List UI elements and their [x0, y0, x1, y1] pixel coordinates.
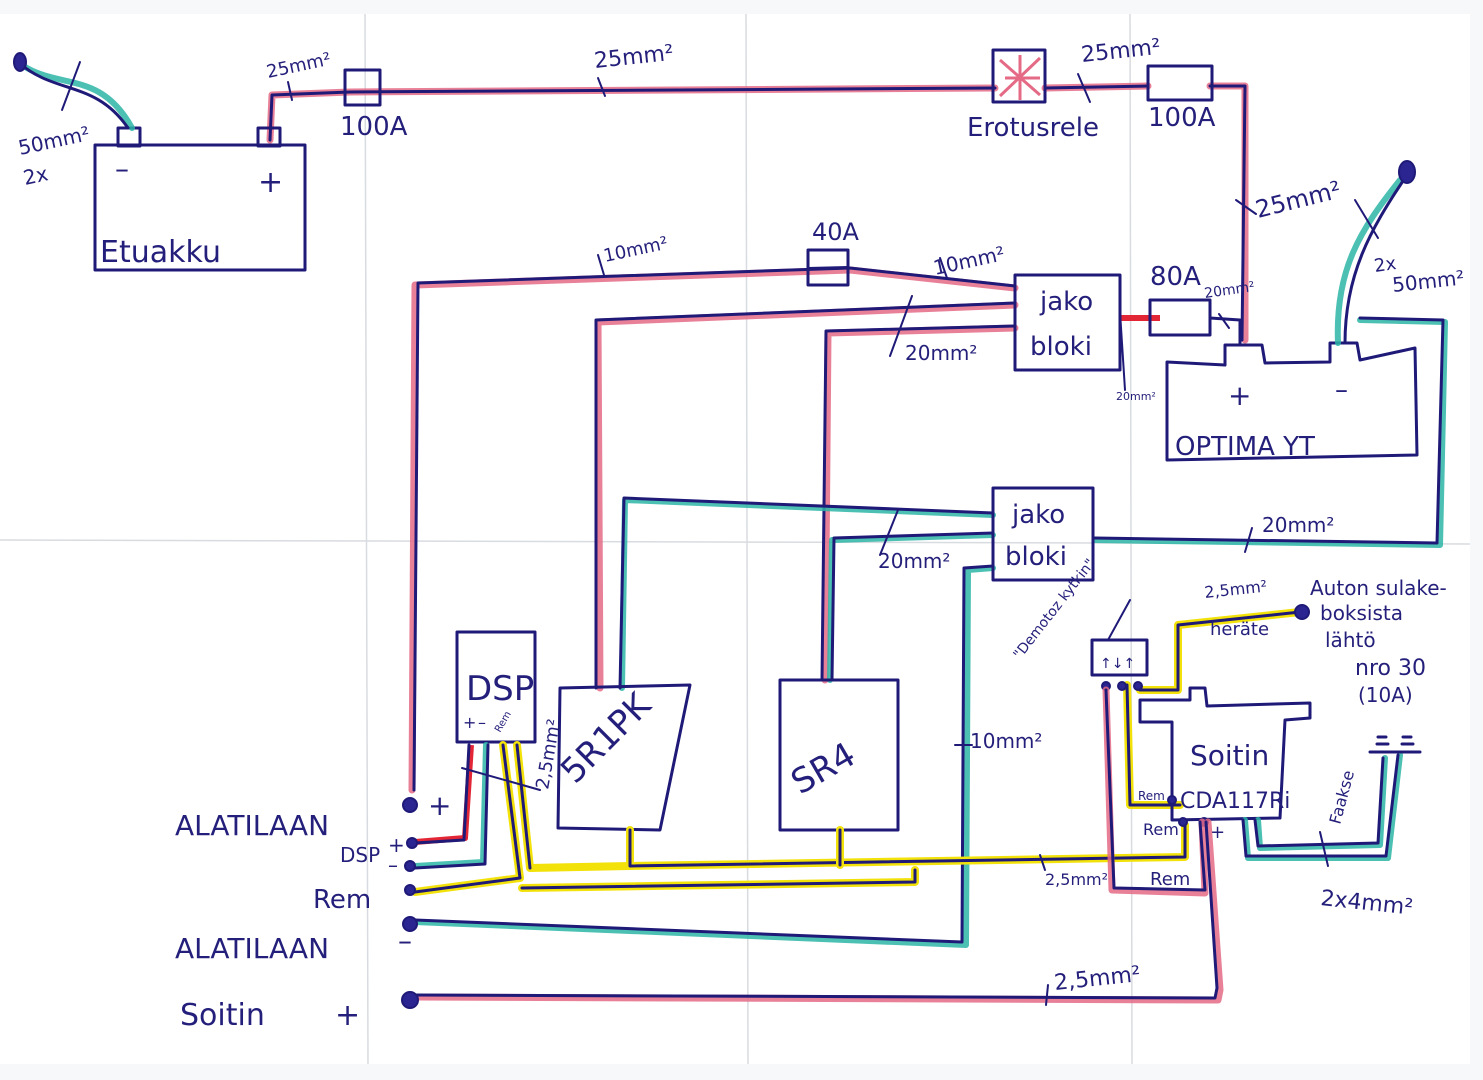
positive-distribution-wires [408, 254, 1242, 794]
terminal-label: Soitin [180, 998, 265, 1033]
block-label: jako [1011, 500, 1065, 530]
cable-count-label: 2x [1373, 253, 1398, 277]
isolator-relay: Erotusrele [967, 48, 1099, 143]
fuse-80a: 80A [1148, 262, 1212, 337]
fuse-100a-rear: 100A [1146, 64, 1216, 133]
wire-size-label: 20mm² [905, 341, 977, 365]
block-label: bloki [1005, 542, 1067, 572]
pin-label: + [463, 713, 476, 732]
negative-sign: – [115, 152, 129, 185]
terminal-sign: + [335, 998, 360, 1033]
front-battery: – + Etuakku [93, 126, 307, 272]
pin-label: Rem [1143, 820, 1179, 839]
wire-size-label: 20mm² [1262, 513, 1334, 537]
fuse-rating: 40A [812, 218, 860, 246]
fold-line [745, 13, 749, 1065]
terminal-sign: – [398, 924, 412, 957]
head-unit-power-wires [411, 686, 1224, 1006]
negative-sign: – [1335, 375, 1348, 405]
terminal-label: Rem [313, 885, 371, 915]
optima-label: OPTIMA YT [1175, 432, 1315, 462]
pin-label: Rem [1138, 789, 1165, 803]
remote-wires [518, 604, 1310, 892]
terminal-label: DSP [340, 843, 380, 867]
terminal-sign: + [388, 833, 405, 857]
terminal-list: ALATILAAN + DSP + – Rem ALATILAAN – Soit… [175, 789, 451, 1033]
source-label: Auton sulake- [1310, 576, 1447, 600]
optima-battery: + – OPTIMA YT [1165, 341, 1419, 462]
wire-label: Rem [1150, 869, 1190, 890]
fuse-40a: 40A [806, 218, 860, 287]
wire-size-label: 10mm² [970, 729, 1042, 753]
wire-size-label: 20mm² [1116, 390, 1156, 403]
block-label: bloki [1030, 332, 1092, 362]
wire-size-label: 20mm² [1203, 279, 1255, 302]
main-positive-wire [266, 73, 1257, 344]
fold-line [364, 13, 369, 1065]
wire-size-label: 20mm² [878, 549, 950, 573]
source-label: (10A) [1358, 683, 1413, 707]
fuse-rating: 100A [1148, 103, 1216, 133]
head-unit-label: Soitin [1190, 739, 1269, 772]
block-label: jako [1039, 287, 1093, 317]
jako-blok-positive: jako bloki [1013, 273, 1122, 372]
dsp-label: DSP [466, 669, 534, 709]
source-label: nro 30 [1355, 656, 1426, 681]
wire-size-label: 2,5mm² [1045, 870, 1108, 889]
terminal-label: ALATILAAN [175, 932, 329, 965]
relay-label: Erotusrele [967, 113, 1099, 143]
trigger-label: heräte [1210, 619, 1269, 640]
fuse-100a-front: 100A [340, 68, 408, 142]
front-battery-label: Etuakku [100, 235, 221, 270]
dsp-wires [411, 741, 634, 896]
ground-distribution-wires [412, 316, 1448, 948]
fuse-rating: 100A [340, 112, 408, 142]
positive-sign: + [1228, 379, 1251, 412]
terminal-sign: – [388, 853, 398, 877]
switch-arrows: ↑↓↑ [1100, 656, 1135, 672]
fuse-rating: 80A [1150, 262, 1201, 292]
pin-label: – [478, 713, 486, 732]
head-unit-model: CDA117Ri [1180, 789, 1290, 814]
source-label: boksista [1320, 601, 1403, 625]
head-unit: Soitin CDA117Ri Rem Rem + [1138, 686, 1312, 843]
terminal-sign: + [428, 789, 451, 822]
fuse-box-source: Auton sulake- boksista lähtö nro 30 (10A… [1310, 576, 1447, 707]
jako-blok-ground: jako bloki [991, 486, 1095, 582]
cable-count-label: 2x [21, 161, 50, 190]
positive-sign: + [258, 165, 283, 200]
terminal-label: ALATILAAN [175, 809, 329, 842]
pin-label: + [1210, 822, 1225, 843]
source-label: lähtö [1325, 628, 1376, 652]
